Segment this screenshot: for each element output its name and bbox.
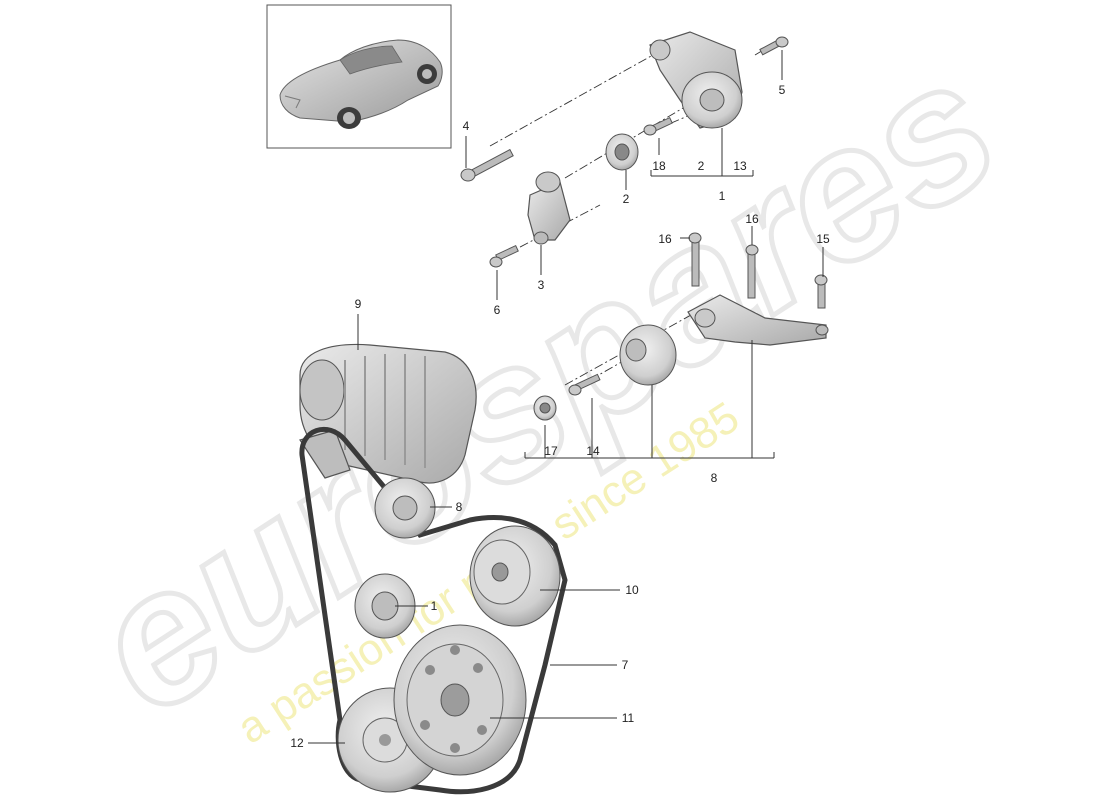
pulley-10 <box>469 525 561 627</box>
callout-12: 12 <box>290 736 304 750</box>
callout-2-washer: 2 <box>623 192 630 206</box>
callout-14: 14 <box>586 444 600 458</box>
callout-6: 6 <box>494 303 501 317</box>
belt-tensioner-assembly <box>649 31 743 129</box>
callout-2-group: 2 <box>698 159 705 173</box>
callout-1-pulley: 1 <box>431 599 438 613</box>
bolt-5 <box>759 36 789 56</box>
bolt-6 <box>489 244 519 268</box>
callout-10: 10 <box>625 583 639 597</box>
idler-pulley-8-lower <box>374 477 436 539</box>
tensioner-pulley-1 <box>354 573 416 639</box>
callout-15: 15 <box>816 232 830 246</box>
callout-11: 11 <box>622 711 635 725</box>
watermark: eurospares a passion for parts since 198… <box>54 16 1034 757</box>
cap-17 <box>533 395 557 421</box>
callout-17: 17 <box>544 444 558 458</box>
bolt-15 <box>814 274 828 309</box>
bolt-16-right <box>745 244 759 299</box>
alternator-9 <box>299 343 477 484</box>
idler-pulley-8-upper <box>619 324 677 386</box>
callout-9: 9 <box>355 297 362 311</box>
callout-4: 4 <box>463 119 470 133</box>
sports-car-thumbnail-icon <box>279 39 443 129</box>
bolt-4 <box>460 148 514 182</box>
callout-1-top: 1 <box>719 189 726 203</box>
callout-18: 18 <box>652 159 666 173</box>
washer-2 <box>605 133 639 171</box>
leader-lines <box>308 50 824 744</box>
crankshaft-pulley-11 <box>393 624 527 776</box>
callouts: 1 2 13 18 5 4 2 3 6 9 16 16 15 17 14 8 8… <box>290 83 830 750</box>
callout-8-group: 8 <box>711 471 718 485</box>
bolt-18 <box>643 116 673 136</box>
callout-13: 13 <box>733 159 747 173</box>
callout-16-left: 16 <box>658 232 672 246</box>
bolt-14 <box>568 373 601 396</box>
car-thumbnail <box>266 4 452 149</box>
bolt-16-left <box>688 232 702 287</box>
callout-8-pulley: 8 <box>456 500 463 514</box>
callout-16-right: 16 <box>745 212 759 226</box>
callout-7: 7 <box>622 658 629 672</box>
bracket <box>687 294 829 346</box>
callout-5: 5 <box>779 83 786 97</box>
watermark-brand: eurospares <box>57 19 1032 755</box>
damper-3 <box>527 171 571 245</box>
callout-3: 3 <box>538 278 545 292</box>
